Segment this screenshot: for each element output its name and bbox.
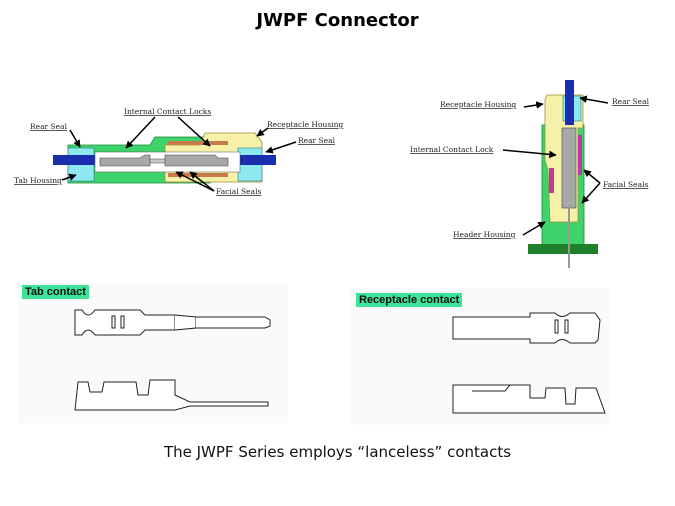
receptacle-contact-tag: Receptacle contact [356,293,463,307]
pcb [528,244,598,254]
label-internal-contact-lock-v: Internal Contact Lock [410,145,494,154]
receptacle-contact-v [561,127,577,209]
receptacle-contact-drawing [452,312,606,414]
vertical-connector-diagram: Receptacle Housing Rear Seal Internal Co… [410,80,650,268]
label-tab-housing: Tab Housing [14,176,62,185]
wire-left [53,155,101,165]
label-rear-seal-right: Rear Seal [298,136,336,145]
tab-contact-top-view [74,309,176,336]
label-header-housing-v: Header Housing [453,230,516,239]
tab-contact-drawing [74,309,271,411]
facial-seal-bottom [168,173,228,177]
label-rear-seal-v: Rear Seal [612,97,650,106]
caption: The JWPF Series employs “lanceless” cont… [163,443,512,461]
page-title: JWPF Connector [256,10,419,31]
label-internal-contact-locks: Internal Contact Locks [124,107,211,116]
label-facial-seals-v: Facial Seals [603,180,648,189]
label-receptacle-housing-v: Receptacle Housing [440,100,516,109]
wire-v [565,80,574,125]
receptacle-contact-side-view [452,384,606,414]
facial-seal-v-right [578,135,582,175]
label-receptacle-housing: Receptacle Housing [267,120,343,129]
tab-contact-tag: Tab contact [22,285,89,299]
label-facial-seals: Facial Seals [216,187,261,196]
receptacle-contact-top-view [452,312,601,344]
facial-seal-top [168,141,228,145]
wire-right [230,155,276,165]
tab-contact-section [99,154,151,167]
facial-seal-v-left [549,168,554,193]
receptacle-contact-section [164,154,229,167]
label-rear-seal-left: Rear Seal [30,122,68,131]
horizontal-connector-diagram: Internal Contact Locks Rear Seal Recepta… [14,107,343,196]
tab-contact-side-view [74,379,269,411]
